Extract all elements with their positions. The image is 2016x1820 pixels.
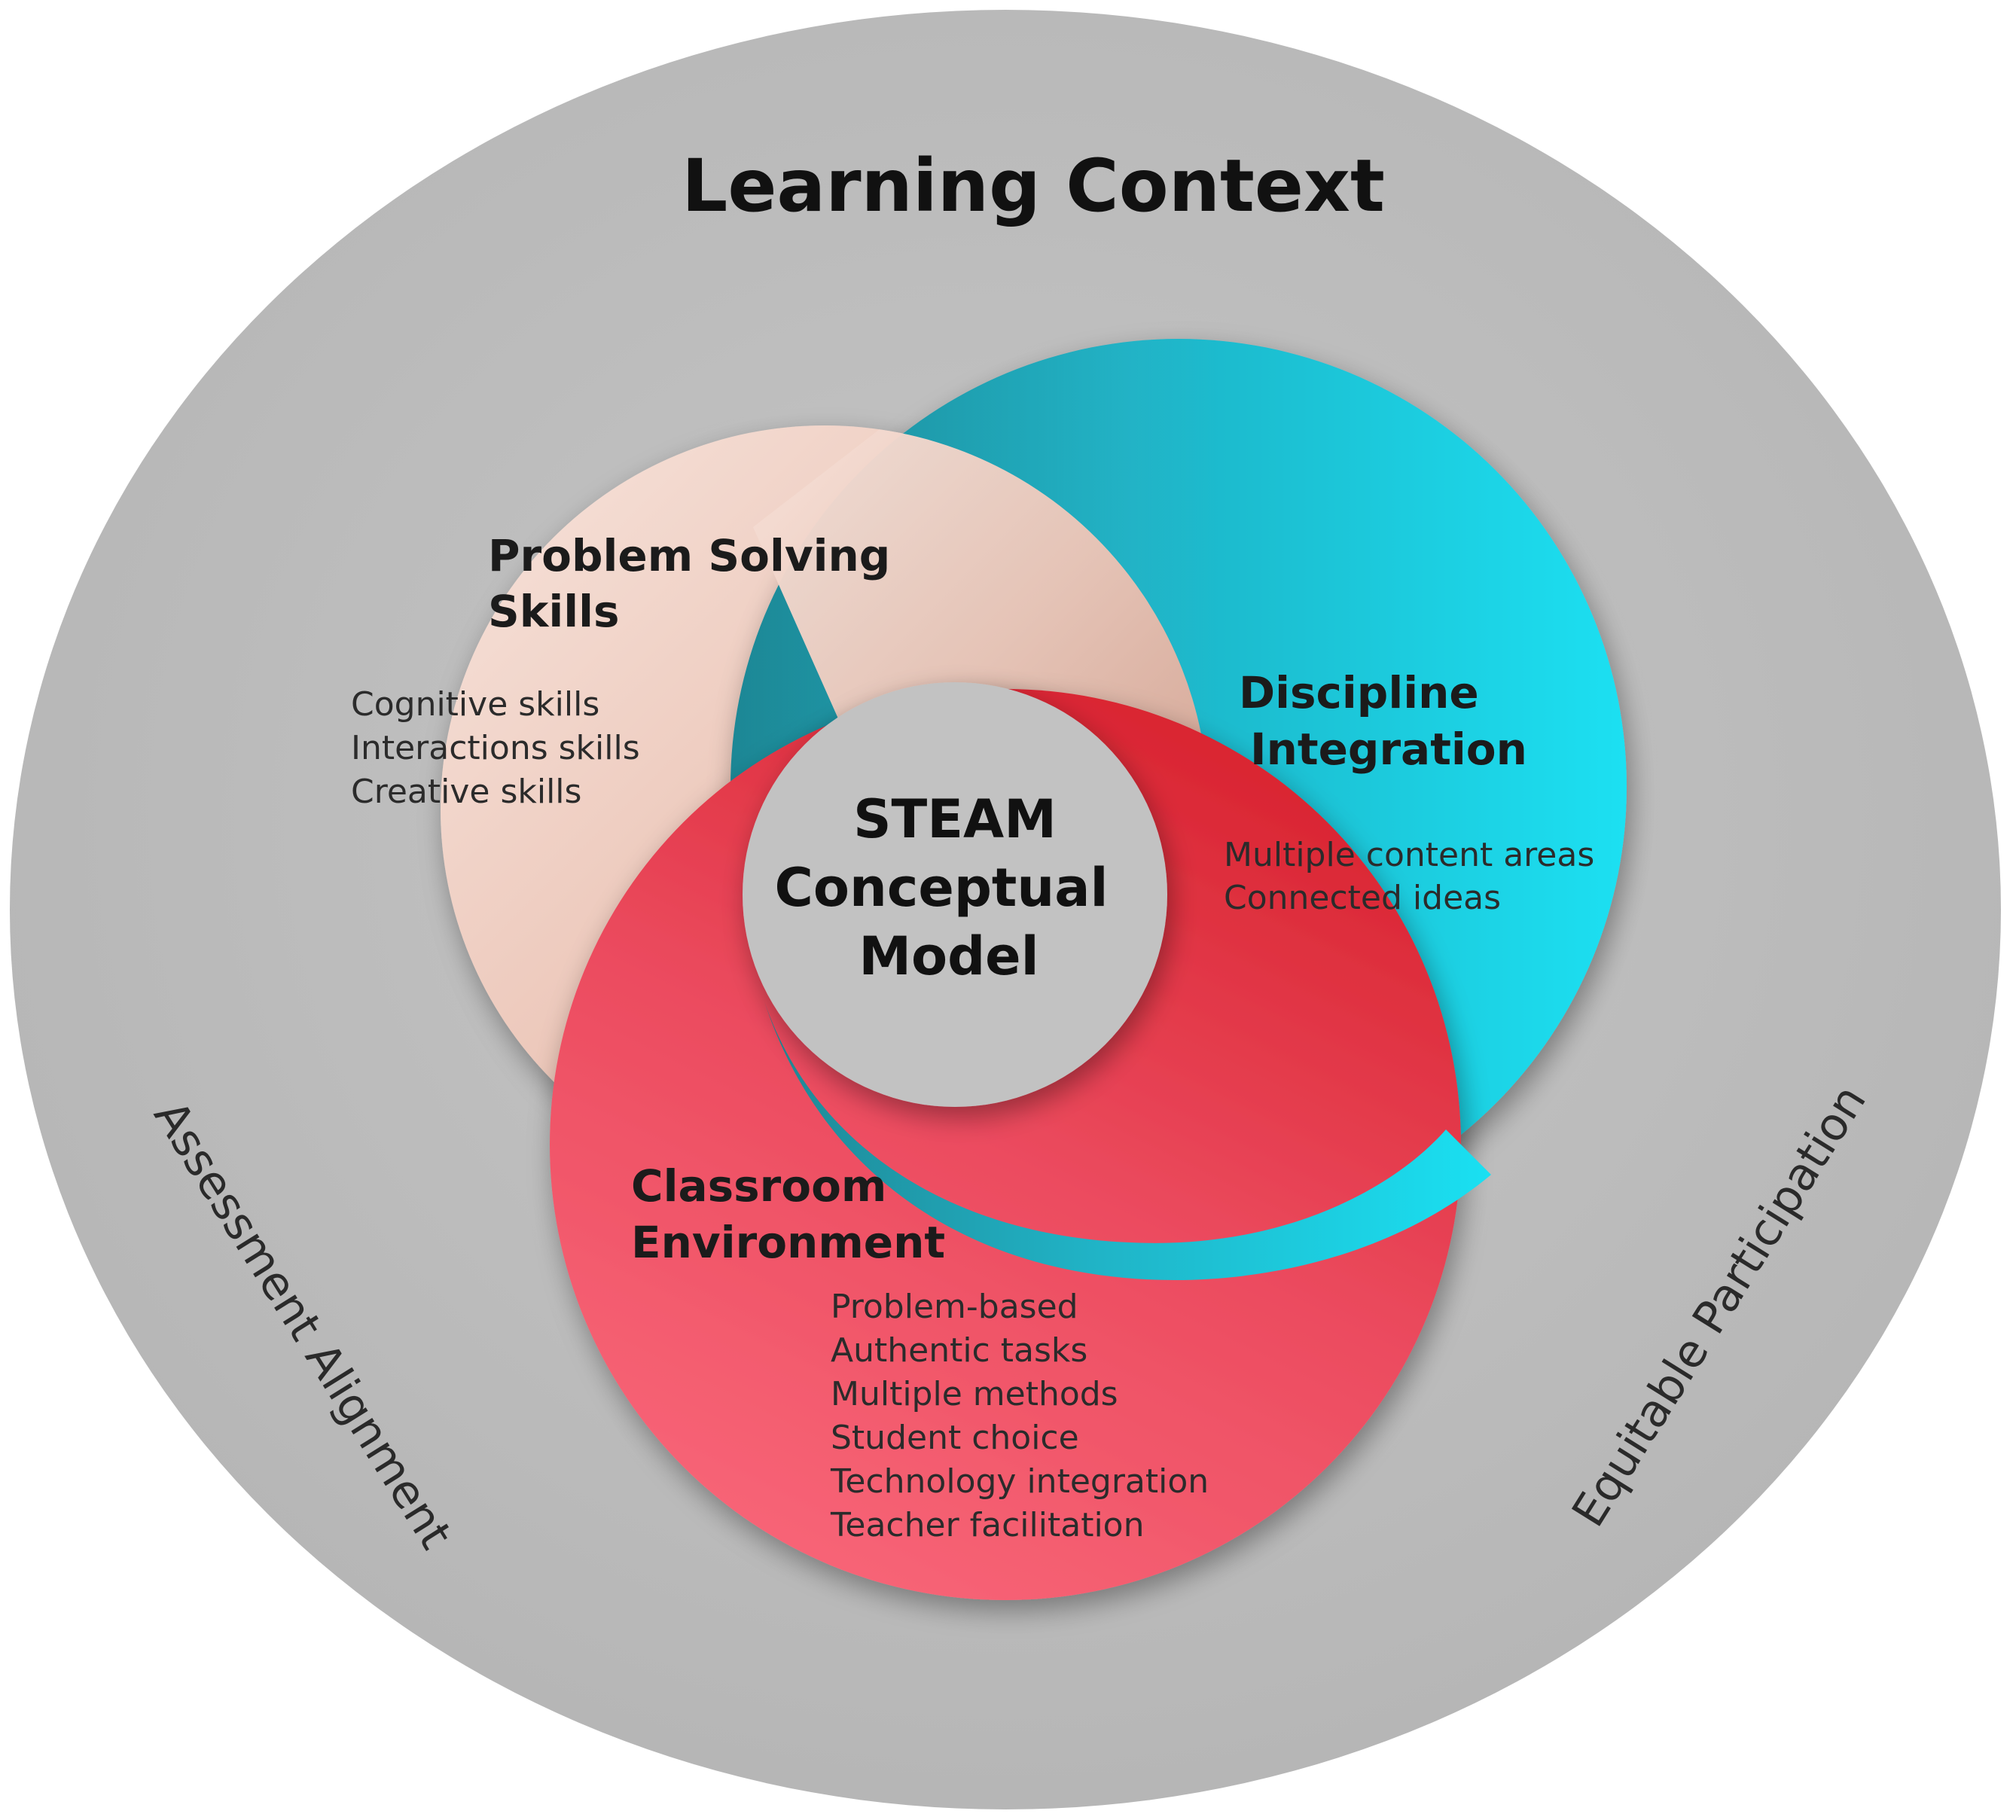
problem-solving-item-1: Cognitive skills [351,685,599,724]
classroom-environment-item-1: Problem-based [831,1288,1078,1326]
classroom-environment-heading-line-1: Classroom [631,1160,886,1212]
classroom-environment-item-3: Multiple methods [831,1375,1118,1413]
problem-solving-heading-line-2: Skills [488,586,620,637]
problem-solving-item-3: Creative skills [351,773,581,811]
center-circle [743,682,1167,1107]
classroom-environment-heading-line-2: Environment [631,1217,945,1268]
classroom-environment-item-5: Technology integration [830,1462,1209,1501]
discipline-integration-heading-line-2: Integration [1250,724,1527,775]
discipline-integration-heading-line-1: Discipline [1239,667,1479,718]
classroom-environment-item-6: Teacher facilitation [830,1506,1144,1544]
problem-solving-item-2: Interactions skills [351,729,640,767]
discipline-integration-swirl [764,1001,1491,1280]
center-title-line-2: Conceptual [775,857,1109,919]
discipline-integration-item-1: Multiple content areas [1224,836,1594,874]
classroom-environment-item-4: Student choice [831,1419,1079,1457]
problem-solving-heading-line-1: Problem Solving [488,530,890,581]
classroom-environment-item-2: Authentic tasks [831,1331,1087,1370]
discipline-integration-item-2: Connected ideas [1224,879,1501,917]
center-title-line-1: STEAM [853,788,1057,850]
diagram-title: Learning Context [682,144,1385,228]
center-title-line-3: Model [859,925,1038,987]
